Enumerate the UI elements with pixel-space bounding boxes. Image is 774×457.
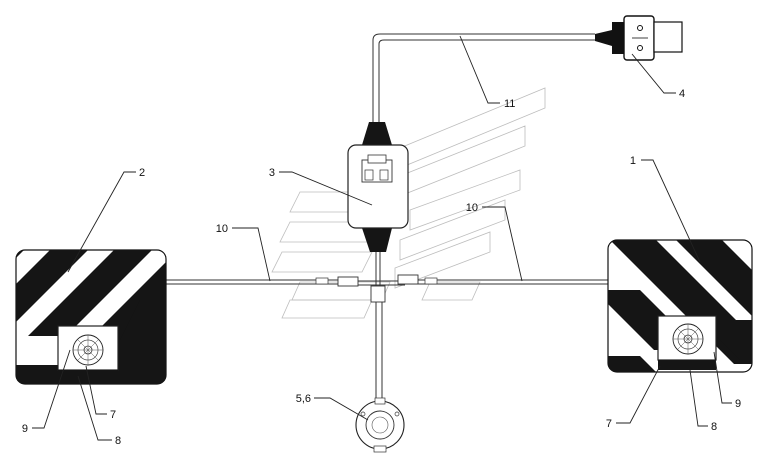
callout-9-left: 9 — [22, 423, 28, 435]
callout-1: 1 — [630, 155, 636, 167]
wire-10-left — [166, 279, 340, 285]
callout-11: 11 — [504, 98, 515, 110]
marker-panel-right-1 — [607, 239, 753, 373]
wire-to-socket — [375, 300, 383, 405]
leader-lines — [32, 35, 732, 441]
wire-10-right — [405, 279, 612, 285]
callout-labels: 1 2 3 4 5,6 7 7 8 8 9 9 10 10 11 — [22, 88, 741, 447]
socket-5-6 — [355, 397, 405, 453]
plug-connector-4 — [595, 15, 683, 61]
callout-7-right: 7 — [606, 418, 612, 430]
callout-7-left: 7 — [110, 409, 116, 421]
callout-10-left: 10 — [216, 223, 228, 235]
marker-panel-left-2 — [15, 249, 167, 385]
callout-9-right: 9 — [735, 398, 741, 410]
callout-3: 3 — [269, 167, 275, 179]
callout-8-left: 8 — [115, 435, 121, 447]
inline-connectors — [315, 274, 438, 303]
callout-8-right: 8 — [711, 421, 717, 433]
control-box-3 — [347, 122, 409, 252]
callout-5-6: 5,6 — [296, 393, 311, 405]
callout-4: 4 — [679, 88, 685, 100]
wire-11 — [372, 33, 595, 122]
callout-10-right: 10 — [466, 202, 478, 214]
callout-2: 2 — [139, 167, 145, 179]
